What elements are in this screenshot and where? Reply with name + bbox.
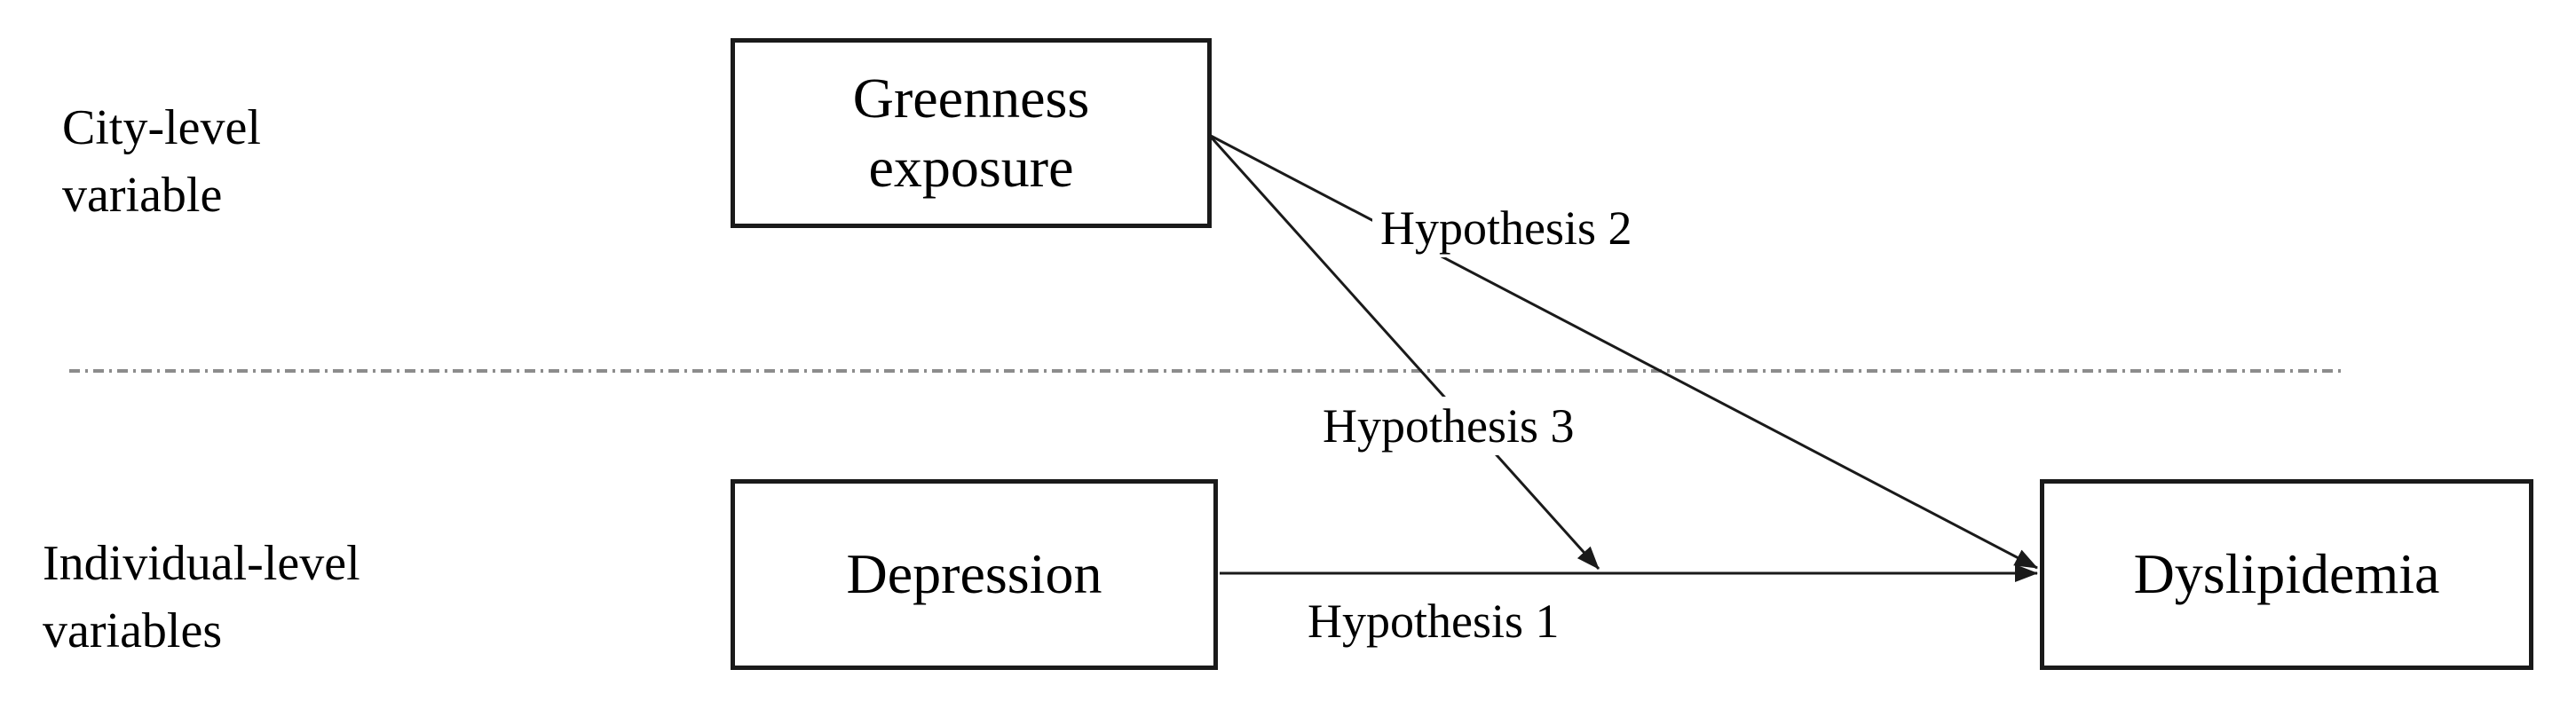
node-dyslipidemia: Dyslipidemia [2040,479,2533,670]
city-level-label-line2: variable [62,168,223,224]
edge-label-hypothesis3: Hypothesis 3 [1315,397,1583,456]
node-depression: Depression [731,479,1218,670]
greenness-label-line1: Greenness [852,66,1090,130]
individual-level-label-line1: Individual-level [43,536,360,591]
edge-hypothesis3-arrow [1207,133,1600,571]
node-greenness-exposure: Greenness exposure [731,38,1212,228]
individual-level-label: Individual-level variables [43,530,360,665]
edge-label-hypothesis2: Hypothesis 2 [1372,199,1640,258]
greenness-label-line2: exposure [868,136,1074,199]
node-greenness-exposure-label: Greenness exposure [853,64,1090,202]
node-depression-label: Depression [846,542,1102,606]
edge-label-hypothesis1: Hypothesis 1 [1308,595,1560,648]
city-level-label-line1: City-level [62,100,261,155]
edge-hypothesis2-arrow [1208,133,2038,570]
node-dyslipidemia-label: Dyslipidemia [2133,542,2440,606]
city-level-label: City-level variable [62,94,261,229]
individual-level-label-line2: variables [43,603,223,659]
